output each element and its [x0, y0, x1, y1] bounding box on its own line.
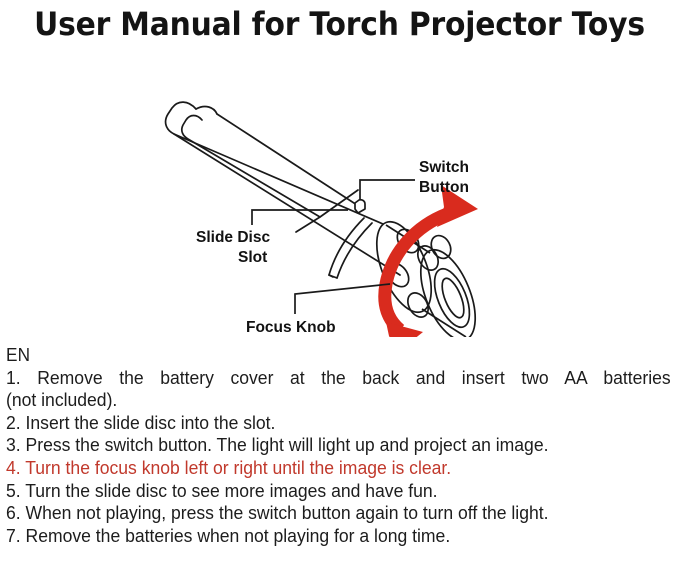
switch-button-label: Switch Button [419, 159, 469, 196]
instruction-step-6: 6. When not playing, press the switch bu… [6, 502, 549, 524]
language-tag: EN [6, 345, 31, 365]
focus-knob-label: Focus Knob [246, 319, 336, 336]
slide-disc-slot-label: Slide Disc Slot [196, 229, 270, 266]
instruction-step-2: 2. Insert the slide disc into the slot. [6, 411, 276, 433]
instruction-step-4: 4. Turn the focus knob left or right unt… [6, 456, 452, 478]
focus-knob-shape [375, 220, 477, 337]
instructions-block: EN 1. Remove the battery cover at the ba… [6, 344, 674, 547]
focus-knob-label-line1: Focus Knob [246, 319, 336, 336]
focus-rotation-arrow [378, 185, 478, 337]
instruction-step-5: 5. Turn the slide disc to see more image… [6, 479, 438, 501]
torch-diagram: Switch Button Slide Disc Slot Focus Knob [0, 62, 679, 337]
slide-disc-slot-label-line2: Slot [238, 249, 267, 266]
page-title: User Manual for Torch Projector Toys [34, 5, 645, 43]
switch-button-label-line1: Switch [419, 159, 469, 176]
instruction-step-3: 3. Press the switch button. The light wi… [6, 434, 549, 456]
switch-button-shape [354, 198, 366, 214]
leader-switch-button [359, 179, 415, 200]
leader-lines [251, 179, 415, 314]
instruction-step-1-continuation: (not included). [6, 389, 118, 411]
instruction-step-1: 1. Remove the battery cover at the back … [6, 366, 671, 388]
instruction-step-7: 7. Remove the batteries when not playing… [6, 524, 451, 546]
leader-slide-disc-slot [251, 209, 348, 225]
slide-disc-slot-label-line1: Slide Disc [196, 229, 270, 246]
switch-button-label-line2: Button [419, 179, 469, 196]
slide-disc-slot-shape [327, 217, 373, 279]
leader-focus-knob [294, 283, 391, 314]
torch-body-outline [164, 101, 401, 276]
